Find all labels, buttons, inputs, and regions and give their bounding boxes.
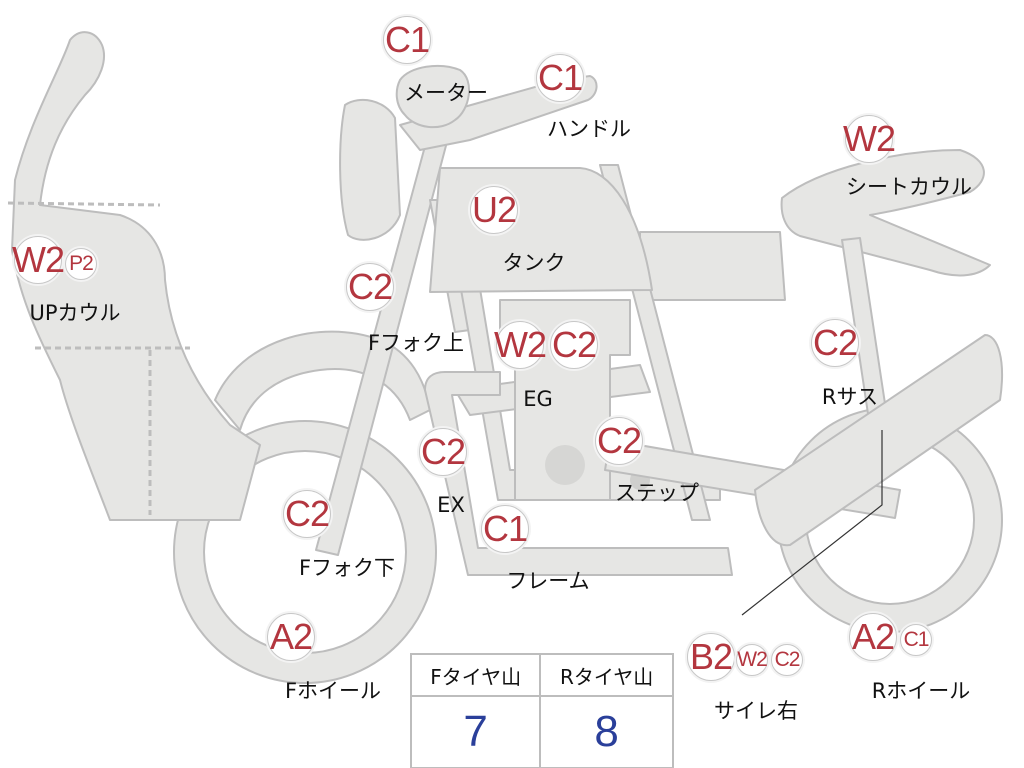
grade-badge-muffler-r-second: W2 — [736, 644, 768, 676]
grade-badge-engine-secondary: C2 — [550, 321, 598, 369]
grade-badge-f-fork-upper: C2 — [346, 263, 394, 311]
label-handle: ハンドル — [547, 113, 631, 143]
grade-badge-handle: C1 — [536, 54, 584, 102]
label-f-fork-upper: Fフォク上 — [368, 327, 464, 357]
grade-badge-up-cowl-secondary: P2 — [65, 248, 97, 280]
grade-badge-exhaust: C2 — [419, 428, 467, 476]
grade-badge-f-fork-lower: C2 — [283, 490, 331, 538]
grade-badge-f-wheel: A2 — [267, 613, 315, 661]
grade-badge-r-sus: C2 — [811, 319, 859, 367]
front-tire-value: 7 — [411, 696, 540, 768]
front-tire-header: Fタイヤ山 — [411, 654, 540, 696]
rear-tire-header: Rタイヤ山 — [540, 654, 673, 696]
grade-badge-meter: C1 — [383, 16, 431, 64]
label-r-sus: Rサス — [822, 381, 878, 411]
label-r-wheel: Rホイール — [872, 675, 971, 705]
grade-badge-engine: W2 — [496, 321, 544, 369]
label-frame: フレーム — [506, 565, 589, 595]
grade-badge-seat-cowl: W2 — [845, 115, 893, 163]
label-f-fork-lower: Fフォク下 — [299, 552, 395, 582]
grade-badge-step: C2 — [595, 417, 643, 465]
grade-badge-r-wheel: A2 — [849, 613, 897, 661]
grade-badge-r-wheel-secondary: C1 — [900, 624, 932, 656]
grade-badge-tank: U2 — [470, 186, 518, 234]
rear-tire-value: 8 — [540, 696, 673, 768]
label-engine: EG — [523, 387, 553, 411]
label-seat-cowl: シートカウル — [846, 171, 972, 201]
grade-badge-muffler-r-third: C2 — [771, 644, 803, 676]
label-tank: タンク — [503, 247, 566, 277]
label-f-wheel: Fホイール — [285, 675, 381, 705]
label-step: ステップ — [615, 477, 699, 507]
grade-badge-frame: C1 — [481, 505, 529, 553]
label-muffler-r: サイレ右 — [714, 695, 798, 725]
tire-tread-table: Fタイヤ山 Rタイヤ山 7 8 — [410, 653, 674, 768]
label-exhaust: EX — [437, 493, 465, 517]
grade-badge-up-cowl: W2 — [14, 236, 62, 284]
label-up-cowl: UPカウル — [29, 297, 120, 327]
label-meter: メーター — [404, 77, 488, 107]
grade-badge-muffler-r: B2 — [687, 633, 735, 681]
